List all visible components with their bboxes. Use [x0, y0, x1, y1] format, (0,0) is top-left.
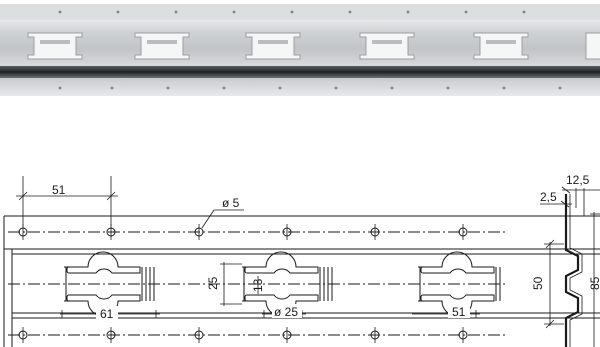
rail-top-flange — [0, 4, 600, 20]
centre-lines — [8, 231, 505, 336]
hole — [18, 224, 28, 240]
dim-slot-neck: 13 — [251, 276, 265, 294]
profile-view — [564, 188, 585, 347]
hole — [106, 327, 116, 343]
rail-bottom-flange — [0, 78, 600, 96]
hole-row-top — [18, 224, 468, 240]
dim-hole-pitch-label: 51 — [52, 183, 66, 197]
dim-slot-circle: ø 25 — [262, 304, 306, 319]
hole — [370, 224, 380, 240]
photo-bottom-holes — [58, 86, 562, 90]
hole — [282, 327, 292, 343]
dim-slot-width: 61 — [60, 306, 160, 321]
dim-slot-height: 25 — [206, 262, 242, 306]
dim-profile-flange-label: 2,5 — [540, 190, 557, 204]
rail-shadow — [0, 66, 600, 78]
dim-profile-depth: 12,5 — [561, 173, 600, 194]
dim-profile-total-label: 85 — [588, 276, 600, 290]
dim-profile-width-label: 50 — [531, 276, 545, 290]
dim-profile-total: 85 — [588, 212, 600, 347]
dim-slot-pitch: 51 — [412, 304, 480, 319]
hole — [18, 327, 28, 343]
dim-profile-width: 50 — [531, 239, 564, 329]
dim-hole-diameter: ø 5 — [201, 196, 244, 229]
dim-profile-depth-label: 12,5 — [566, 173, 590, 187]
hole — [458, 327, 468, 343]
photo-top-holes — [58, 10, 526, 14]
dim-hole-pitch: 51 — [16, 176, 118, 226]
hole — [458, 224, 468, 240]
dim-slot-neck-label: 13 — [251, 278, 265, 292]
technical-drawing: 51 ø 5 61 25 13 ø 25 51 — [3, 173, 600, 347]
rail-outline — [3, 215, 600, 347]
hole-row-bottom — [18, 327, 468, 343]
dim-slot-circle-label: ø 25 — [274, 305, 298, 319]
dim-hole-diameter-label: ø 5 — [222, 196, 240, 210]
hole — [282, 224, 292, 240]
photo-slots — [27, 32, 600, 60]
hole — [106, 224, 116, 240]
dim-profile-flange: 2,5 — [540, 190, 572, 208]
dim-slot-width-label: 61 — [100, 307, 114, 321]
hole — [194, 224, 204, 240]
photo-slot-shading — [40, 40, 516, 44]
hole — [194, 327, 204, 343]
dim-slot-pitch-label: 51 — [452, 305, 466, 319]
hole — [370, 327, 380, 343]
dim-slot-height-label: 25 — [206, 276, 220, 290]
slot-1 — [64, 251, 155, 317]
rail-photo — [0, 0, 600, 104]
